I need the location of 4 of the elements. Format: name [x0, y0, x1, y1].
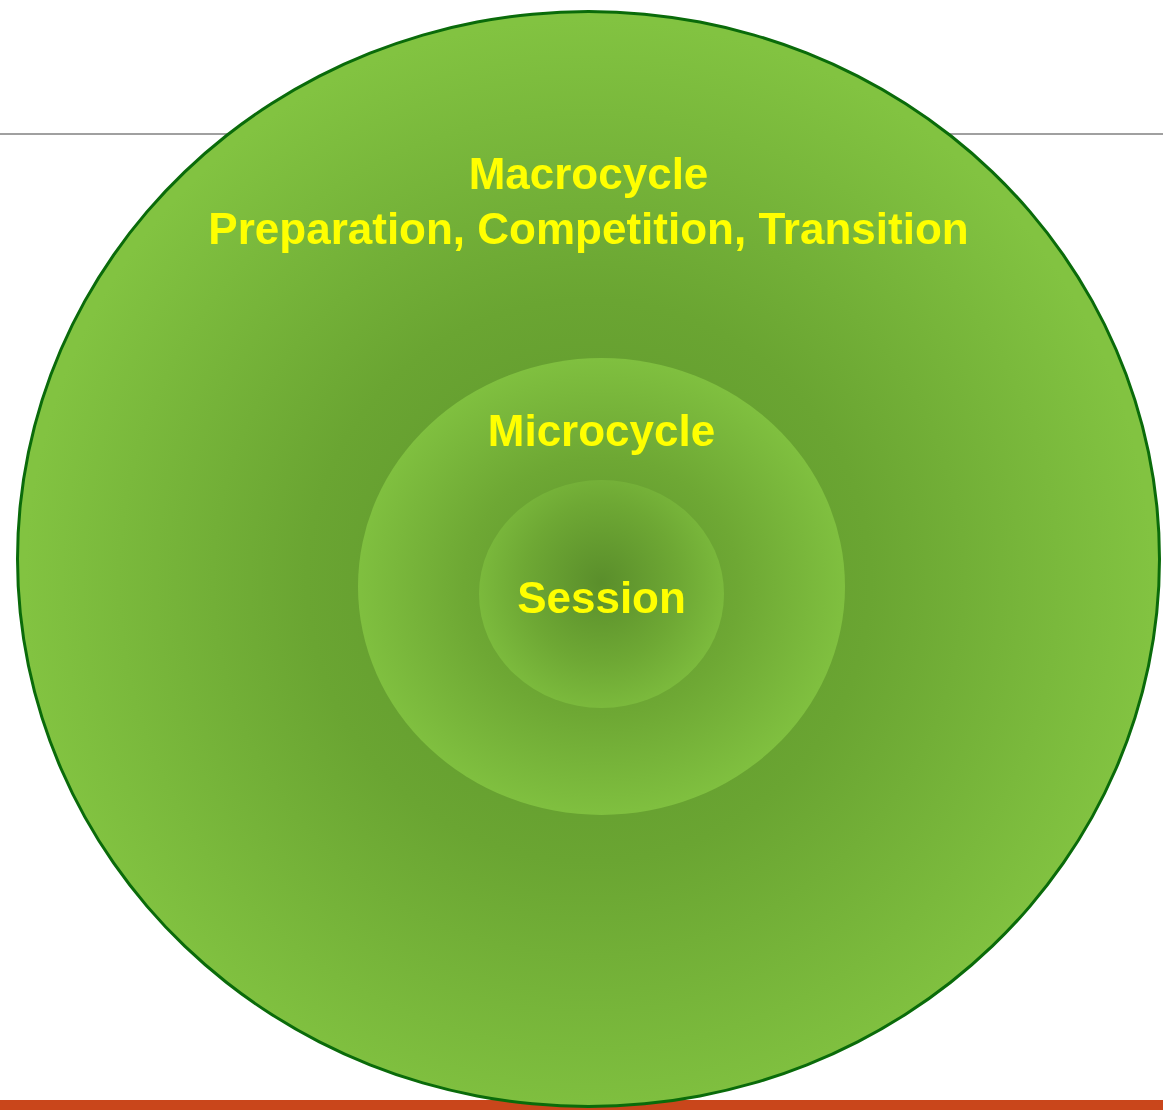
ellipse-subtitle: Preparation, Competition, Transition [207, 203, 970, 255]
ellipse-title: Session [516, 572, 687, 624]
ellipse-title: Microcycle [486, 405, 717, 457]
ellipse-title: Macrocycle [467, 148, 710, 200]
